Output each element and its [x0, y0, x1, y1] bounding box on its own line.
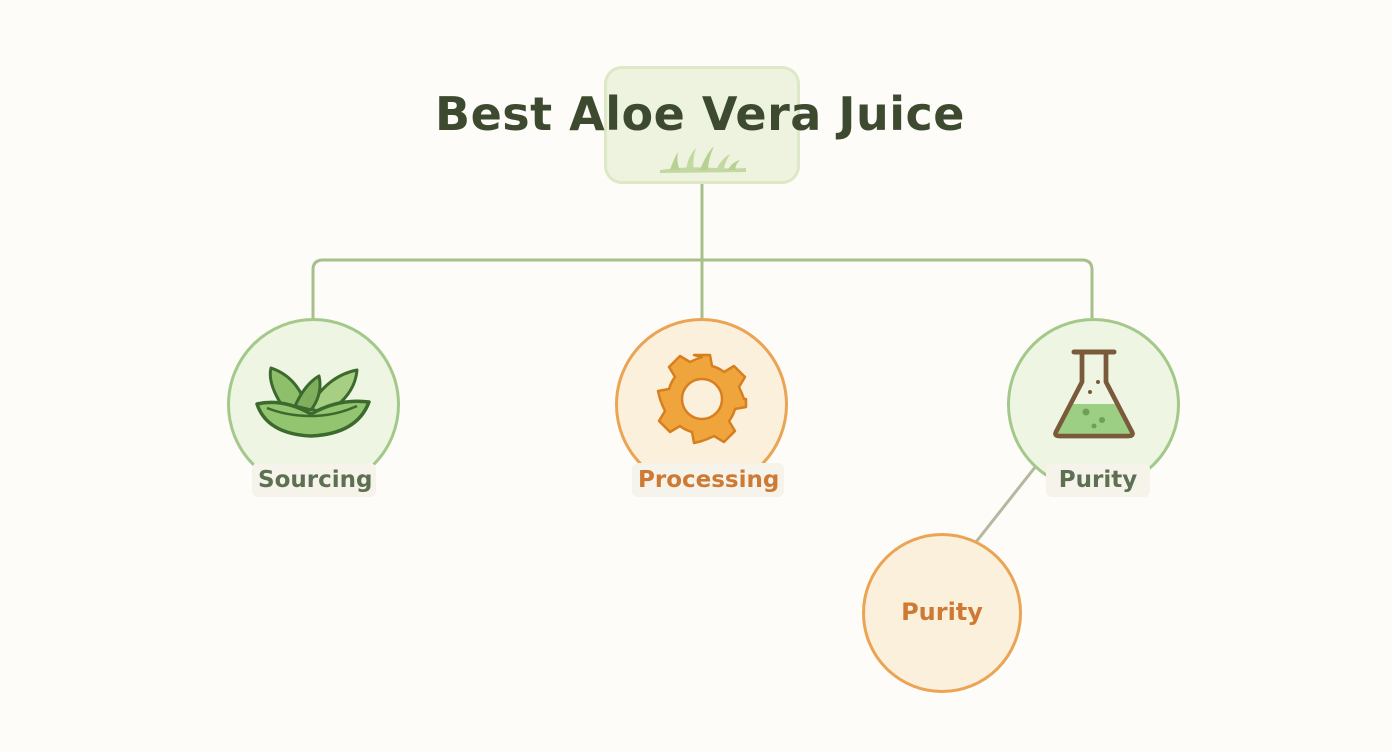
purity-sub-label: Purity — [901, 598, 983, 626]
leaf-icon — [255, 366, 371, 438]
purity-node — [1007, 318, 1180, 491]
gear-icon — [656, 353, 748, 445]
purity-label: Purity — [1046, 463, 1150, 497]
grass-icon — [660, 146, 746, 173]
flask-icon — [1053, 349, 1135, 439]
sourcing-label: Sourcing — [252, 463, 376, 497]
processing-label: Processing — [632, 463, 784, 497]
purity-sub-node — [862, 533, 1022, 693]
connector-purity-sub — [974, 465, 1038, 543]
diagram-title: Best Aloe Vera Juice — [435, 87, 965, 141]
root-node — [604, 66, 800, 184]
